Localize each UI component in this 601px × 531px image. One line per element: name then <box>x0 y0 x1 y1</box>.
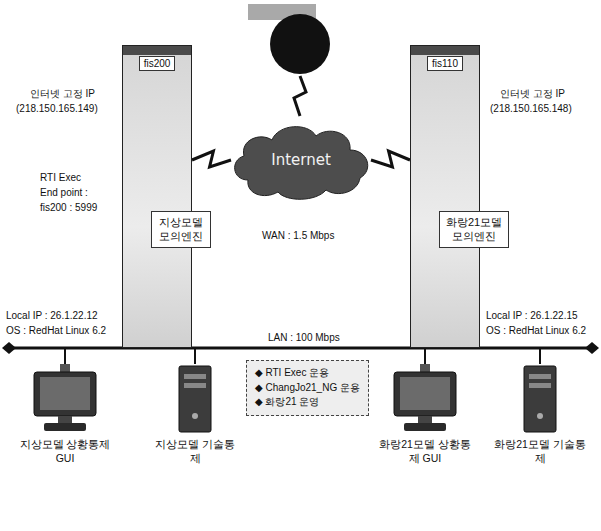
info-label: 인터넷 고정 IP <box>500 88 565 100</box>
client-tower: 지상모델 기술통제 <box>150 364 240 465</box>
info-label: OS : RedHat Linux 6.2 <box>486 325 586 337</box>
note-line: ◆ RTI Exec 운용 <box>255 366 360 381</box>
ops-note-box: ◆ RTI Exec 운용◆ ChangJo21_NG 운용◆ 화랑21 운영 <box>246 360 369 416</box>
info-label: WAN : 1.5 Mbps <box>262 230 334 242</box>
device-label: 화랑21모델 상황통제 GUI <box>375 438 475 465</box>
wan-link-bolt <box>371 151 410 167</box>
device-label: 화랑21모델 기술통제 <box>490 438 590 465</box>
pc-tower-icon <box>160 364 230 434</box>
wan-link-bolt <box>192 151 231 167</box>
device-label: 지상모델 기술통제 <box>150 438 240 465</box>
info-label: End point : <box>40 187 88 199</box>
info-label: fis200 : 5999 <box>40 202 97 214</box>
internet-cloud: Internet <box>228 118 374 202</box>
pc-tower-icon <box>505 364 575 434</box>
engine-label: 화랑21모델 모의엔진 <box>442 215 506 244</box>
server-tower: fis200지상모델 모의엔진 <box>122 45 192 348</box>
info-label: RTI Exec <box>40 172 81 184</box>
client-monitor: 지상모델 상황통제 GUI <box>15 364 115 465</box>
monitor-icon <box>30 364 100 434</box>
engine-label: 지상모델 모의엔진 <box>154 215 208 244</box>
satellite-disc <box>270 14 330 74</box>
client-tower: 화랑21모델 기술통제 <box>490 364 590 465</box>
engine-box: 지상모델 모의엔진 <box>151 211 211 248</box>
lan-drop <box>194 348 196 364</box>
server-tower: fis110화랑21모델 모의엔진 <box>410 45 480 348</box>
client-monitor: 화랑21모델 상황통제 GUI <box>375 364 475 465</box>
wireless-bolt <box>294 76 306 116</box>
info-label: (218.150.165.149) <box>16 103 98 115</box>
note-line: ◆ 화랑21 운영 <box>255 395 360 410</box>
device-label: 지상모델 상황통제 GUI <box>15 438 115 465</box>
info-label: Local IP : 26.1.22.15 <box>486 310 578 322</box>
bus-end <box>585 342 599 354</box>
host-name: fis200 <box>139 56 176 71</box>
info-label: (218.150.165.148) <box>490 103 572 115</box>
engine-box: 화랑21모델 모의엔진 <box>439 211 509 248</box>
info-label: LAN : 100 Mbps <box>268 332 340 344</box>
lan-drop <box>64 348 66 364</box>
lan-bus <box>12 347 589 350</box>
monitor-icon <box>390 364 460 434</box>
info-label: Local IP : 26.1.22.12 <box>6 310 98 322</box>
lan-drop <box>539 348 541 364</box>
cloud-label: Internet <box>271 151 331 169</box>
lan-drop <box>424 348 426 364</box>
info-label: 인터넷 고정 IP <box>30 88 95 100</box>
bus-end <box>2 342 16 354</box>
note-line: ◆ ChangJo21_NG 운용 <box>255 381 360 396</box>
info-label: OS : RedHat Linux 6.2 <box>6 325 106 337</box>
host-name: fis110 <box>427 56 463 71</box>
